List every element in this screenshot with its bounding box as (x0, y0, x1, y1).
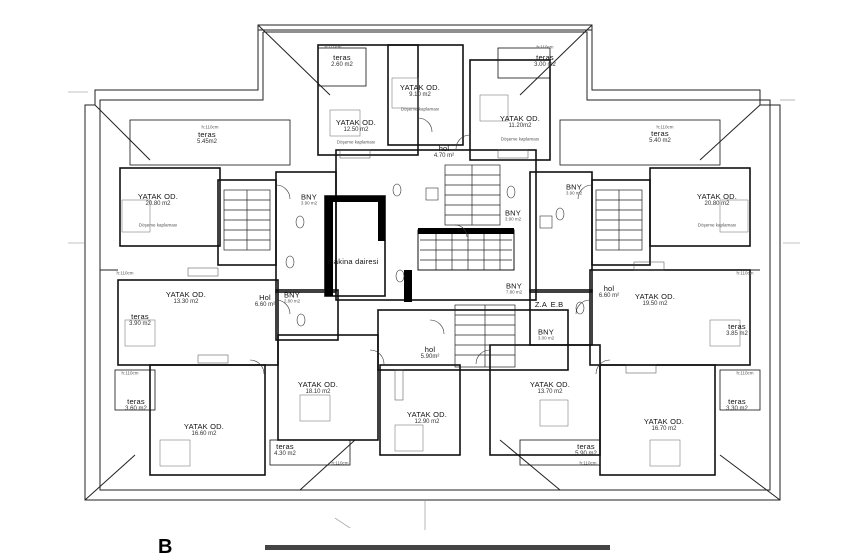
room-label-yatak-left-middle: YATAK OD.13.30 m2 (165, 289, 207, 305)
flooring-note: Döşeme kaplaması (500, 136, 540, 142)
level-tag: h:110cm (324, 44, 342, 50)
level-tag: h:110cm (736, 270, 754, 276)
level-tag: h:110cm (736, 370, 754, 376)
room-label-yatak-right-middle: YATAK OD.19.50 m2 (634, 291, 676, 307)
level-tag: h:110cm (121, 370, 139, 376)
block-letter: B (158, 536, 173, 558)
level-tag: h:110cm (116, 270, 134, 276)
door-swings (249, 117, 611, 375)
room-label-yatak-lower-right: YATAK OD.16.70 m2 (643, 416, 685, 432)
level-tag: h:110cm (656, 124, 674, 130)
roof-outline (84, 24, 781, 501)
room-label-yatak-left-master: YATAK OD.20.80 m2 (137, 191, 179, 207)
level-tag: h:110cm (579, 460, 597, 466)
room-label-yatak-top-right: YATAK OD.11.20m2 (499, 113, 541, 129)
flooring-note: Döşeme kaplaması (138, 222, 178, 228)
room-label-yatak-lower-left-centre: YATAK OD.18.10 m2 (297, 379, 339, 395)
room-label-makina-dairesi: makina dairesi (327, 257, 379, 267)
title-strip (265, 545, 610, 550)
section-markers (68, 91, 800, 530)
flooring-note: Döşeme kaplaması (400, 106, 440, 112)
room-label-yatak-lower-left: YATAK OD.16.60 m2 (183, 421, 225, 437)
room-label-yatak-right-master: YATAK OD.20.80 m2 (696, 191, 738, 207)
room-label-yatak-top-centre: YATAK OD.9.10 m2 (399, 82, 441, 98)
stairs (223, 164, 643, 368)
level-tag: h:110cm (536, 44, 554, 50)
level-tag: h:110cm (201, 124, 219, 130)
room-label-za: Z.A (534, 300, 548, 310)
beds (121, 77, 749, 467)
room-label-yatak-lower-centre: YATAK OD.12.90 m2 (406, 409, 448, 425)
flooring-note: Döşeme kaplaması (697, 222, 737, 228)
wardrobes (187, 149, 665, 401)
sanitary-fixtures (285, 183, 585, 327)
level-tag: h:110cm (331, 460, 349, 466)
room-label-eb: E.B (550, 300, 564, 310)
room-label-yatak-top-left: YATAK OD.12.50 m2 (335, 117, 377, 133)
room-label-yatak-lower-right-centre: YATAK OD.13.70 m2 (529, 379, 571, 395)
shaft-walls (325, 196, 514, 302)
flooring-note: Döşeme kaplaması (336, 139, 376, 145)
